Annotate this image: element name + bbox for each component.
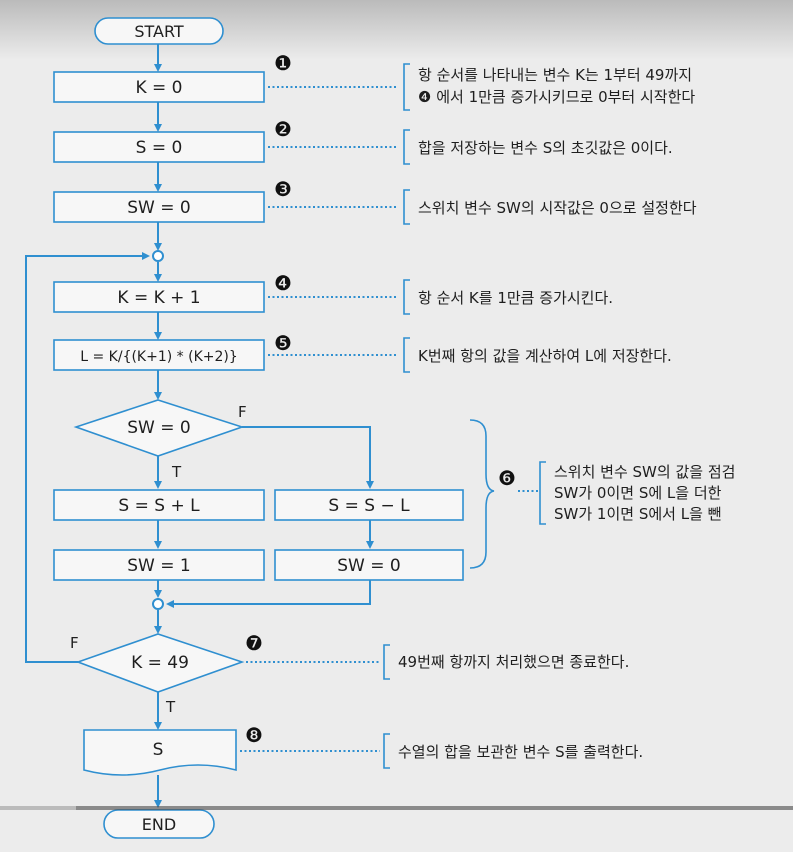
- arrow-loop-back: [25, 252, 150, 663]
- k-check-label: K = 49: [131, 653, 189, 673]
- k-inc-label: K = K + 1: [117, 288, 200, 308]
- marker-6: ❻: [498, 466, 516, 490]
- note-6-line-2: SW가 0이면 S에 L을 더한: [554, 484, 722, 502]
- branch-labels: F T F T: [70, 403, 247, 716]
- curly-brace-step6: [469, 419, 495, 569]
- s-init-label: S = 0: [136, 138, 183, 158]
- sw-true-label: T: [171, 463, 182, 481]
- s-init-box: [53, 131, 265, 163]
- s-sub-label: S = S − L: [328, 496, 410, 516]
- note-5: K번째 항의 값을 계산하여 L에 저장한다.: [418, 347, 672, 365]
- k-init-box: [53, 71, 265, 103]
- start-label: START: [134, 22, 184, 41]
- note-7: 49번째 항까지 처리했으면 종료한다.: [398, 653, 629, 671]
- marker-1: ❶: [274, 51, 292, 75]
- loop-junction: [152, 250, 164, 262]
- note-3: 스위치 변수 SW의 시작값은 0으로 설정한다: [418, 199, 697, 217]
- arrow-sw0-to-merge: [166, 580, 371, 608]
- note-6-line-3: SW가 1이면 S에서 L을 뺀: [554, 505, 721, 523]
- k-inc-box: [53, 281, 265, 313]
- note-leaders: [240, 86, 538, 752]
- sw-check-decision: [73, 399, 245, 457]
- sw-set1-label: SW = 1: [127, 556, 190, 576]
- sw-init-label: SW = 0: [127, 198, 190, 218]
- marker-5: ❺: [274, 331, 292, 355]
- note-6-line-1: 스위치 변수 SW의 값을 점검: [554, 463, 735, 481]
- k-init-label: K = 0: [135, 78, 182, 98]
- s-sub-box: [274, 489, 464, 521]
- marker-4: ❹: [274, 271, 292, 295]
- nodes: [53, 17, 464, 839]
- marker-2: ❷: [274, 117, 292, 141]
- output-label: S: [153, 740, 164, 760]
- s-add-box: [53, 489, 265, 521]
- l-calc-label: L = K/{(K+1) * (K+2)}: [80, 349, 238, 365]
- sw-false-label: F: [238, 403, 247, 421]
- marker-7: ❼: [245, 631, 263, 655]
- note-1-line-1: 항 순서를 나타내는 변수 K는 1부터 49까지: [418, 66, 692, 84]
- marker-3: ❸: [274, 177, 292, 201]
- connectors: [25, 44, 374, 808]
- arrow-decision-false: [242, 426, 374, 489]
- k-true-label: T: [165, 698, 176, 716]
- k-check-decision: [75, 633, 245, 693]
- sw-check-label: SW = 0: [127, 418, 190, 438]
- output-document: [83, 729, 237, 776]
- note-8: 수열의 합을 보관한 변수 S를 출력한다.: [398, 743, 643, 761]
- marker-8: ❽: [245, 723, 263, 747]
- start-terminal: [94, 17, 224, 45]
- note-4: 항 순서 K를 1만큼 증가시킨다.: [418, 289, 613, 307]
- progress-track[interactable]: [0, 806, 793, 810]
- note-1-line-2: ❹ 에서 1만큼 증가시키므로 0부터 시작한다: [418, 88, 695, 106]
- note-texts: 항 순서를 나타내는 변수 K는 1부터 49까지 ❹ 에서 1만큼 증가시키므…: [398, 66, 735, 761]
- l-calc-box: [53, 339, 265, 371]
- note-2: 합을 저장하는 변수 S의 초깃값은 0이다.: [418, 139, 673, 157]
- note-brackets: [383, 63, 546, 769]
- node-labels: START K = 0 S = 0 SW = 0 K = K + 1 L = K…: [80, 22, 410, 834]
- step-markers: ❶ ❷ ❸ ❹ ❺ ❻ ❼ ❽: [245, 51, 516, 747]
- sw-init-box: [53, 191, 265, 223]
- sw-set0-box: [274, 549, 464, 581]
- s-add-label: S = S + L: [118, 496, 200, 516]
- sw-set1-box: [53, 549, 265, 581]
- end-label: END: [142, 815, 176, 834]
- sw-set0-label: SW = 0: [337, 556, 400, 576]
- k-false-label: F: [70, 634, 79, 652]
- progress-buffer: [0, 806, 76, 810]
- merge-junction: [152, 598, 164, 610]
